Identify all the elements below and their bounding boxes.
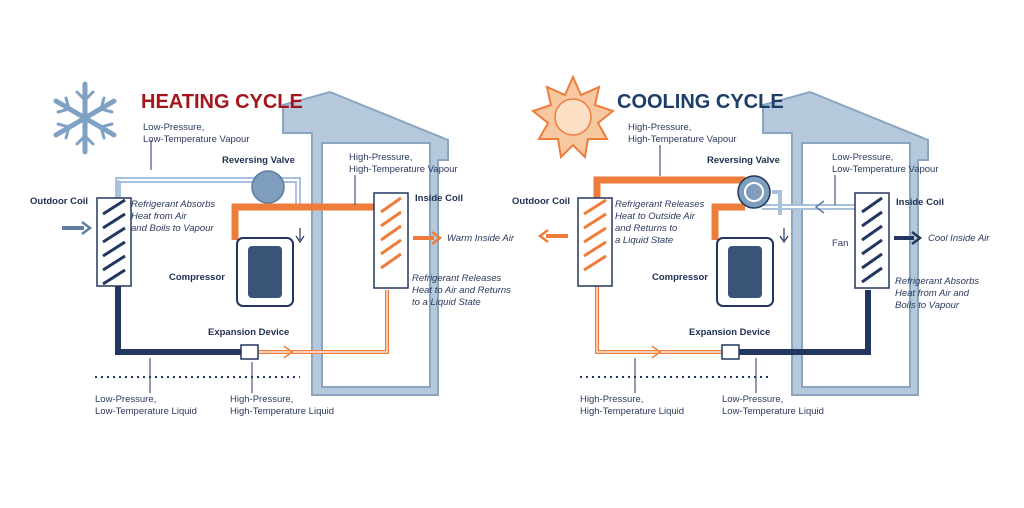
snowflake-icon <box>53 81 117 155</box>
heating-cycle: HEATING CYCLE Low-Pressure, Low-Temperat… <box>30 81 515 417</box>
heating-compressor-label: Compressor <box>169 272 225 283</box>
cooling-lp-liquid-label-2: Low-Temperature Liquid <box>722 406 824 417</box>
heating-lp-liquid-label-2: Low-Temperature Liquid <box>95 406 197 417</box>
expansion-device <box>721 344 740 360</box>
cooling-expansion-device-label: Expansion Device <box>689 327 770 338</box>
down-arrow-icon <box>779 228 789 244</box>
house-interior <box>801 142 911 388</box>
cooling-inside-coil-label: Inside Coil <box>896 197 944 208</box>
heating-hp-liquid-label-1: High-Pressure, <box>230 394 293 405</box>
heating-top-pipe-label-2: Low-Temperature Vapour <box>143 134 250 145</box>
inside-coil <box>854 192 890 289</box>
heating-absorbs-note-3: and Boils to Vapour <box>131 223 214 234</box>
flow-arrow <box>651 345 662 359</box>
heating-outdoor-coil-label: Outdoor Coil <box>30 196 88 207</box>
heating-absorbs-note-1: Refrigerant Absorbs <box>131 199 215 210</box>
cooling-releases-note-2: Heat to Outside Air <box>615 211 696 222</box>
cooling-hp-vapour-label-2: High-Temperature Vapour <box>628 134 737 145</box>
heating-reversing-valve-label: Reversing Valve <box>222 155 295 166</box>
hp-vapour-pipe <box>231 203 380 240</box>
cooling-lp-liquid-label-1: Low-Pressure, <box>722 394 783 405</box>
cooling-releases-note-1: Refrigerant Releases <box>615 199 704 210</box>
cooling-absorbs-note-2: Heat from Air and <box>895 288 970 299</box>
heating-releases-note-3: to a Liquid State <box>412 297 481 308</box>
inside-coil <box>373 192 409 289</box>
heating-top-pipe-label-1: Low-Pressure, <box>143 122 204 133</box>
reversing-valve <box>251 170 285 204</box>
cooling-reversing-valve-label: Reversing Valve <box>707 155 780 166</box>
heating-lp-liquid-label-1: Low-Pressure, <box>95 394 156 405</box>
cooling-hp-liquid-label-2: High-Temperature Liquid <box>580 406 684 417</box>
heating-inside-coil-label: Inside Coil <box>415 193 463 204</box>
cooling-title: COOLING CYCLE <box>617 91 784 113</box>
outdoor-coil <box>577 197 613 287</box>
expansion-device <box>240 344 259 360</box>
cooling-lp-vapour-label-2: Low-Temperature Vapour <box>832 164 939 175</box>
cooling-fan-label: Fan <box>832 238 848 249</box>
cooling-cycle: COOLING CYCLE High-Pressure, High-Temper… <box>512 74 990 417</box>
cooling-releases-note-4: a Liquid State <box>615 235 673 246</box>
heating-releases-note-1: Refrigerant Releases <box>412 273 501 284</box>
cooling-hp-liquid-label-1: High-Pressure, <box>580 394 643 405</box>
outdoor-coil <box>96 197 132 287</box>
heating-hp-liquid-label-2: High-Temperature Liquid <box>230 406 334 417</box>
lp-liquid-pipe <box>738 290 871 355</box>
lp-liquid-pipe <box>115 283 242 355</box>
heating-warm-air-label: Warm Inside Air <box>447 233 515 244</box>
cooling-compressor-label: Compressor <box>652 272 708 283</box>
reversing-valve <box>737 175 771 209</box>
cooling-releases-note-3: and Returns to <box>615 223 677 234</box>
flow-arrow <box>283 345 294 359</box>
cooling-absorbs-note-1: Refrigerant Absorbs <box>895 276 979 287</box>
cooling-hp-vapour-label-1: High-Pressure, <box>628 122 691 133</box>
hp-vapour-pipe <box>593 176 745 198</box>
heating-hp-vapour-label-1: High-Pressure, <box>349 152 412 163</box>
flow-arrow <box>814 200 825 214</box>
heating-title: HEATING CYCLE <box>141 91 303 113</box>
down-arrow-icon <box>295 228 305 244</box>
sun-icon <box>530 74 616 160</box>
heating-expansion-device-label: Expansion Device <box>208 327 289 338</box>
heating-hp-vapour-label-2: High-Temperature Vapour <box>349 164 458 175</box>
cooling-cool-air-label: Cool Inside Air <box>928 233 990 244</box>
heating-releases-note-2: Heat to Air and Returns <box>412 285 511 296</box>
cooling-absorbs-note-3: Boils to Vapour <box>895 300 960 311</box>
cooling-lp-vapour-label-1: Low-Pressure, <box>832 152 893 163</box>
cooling-outdoor-coil-label: Outdoor Coil <box>512 196 570 207</box>
heating-absorbs-note-2: Heat from Air <box>131 211 187 222</box>
hp-liquid-pipe <box>595 283 722 354</box>
